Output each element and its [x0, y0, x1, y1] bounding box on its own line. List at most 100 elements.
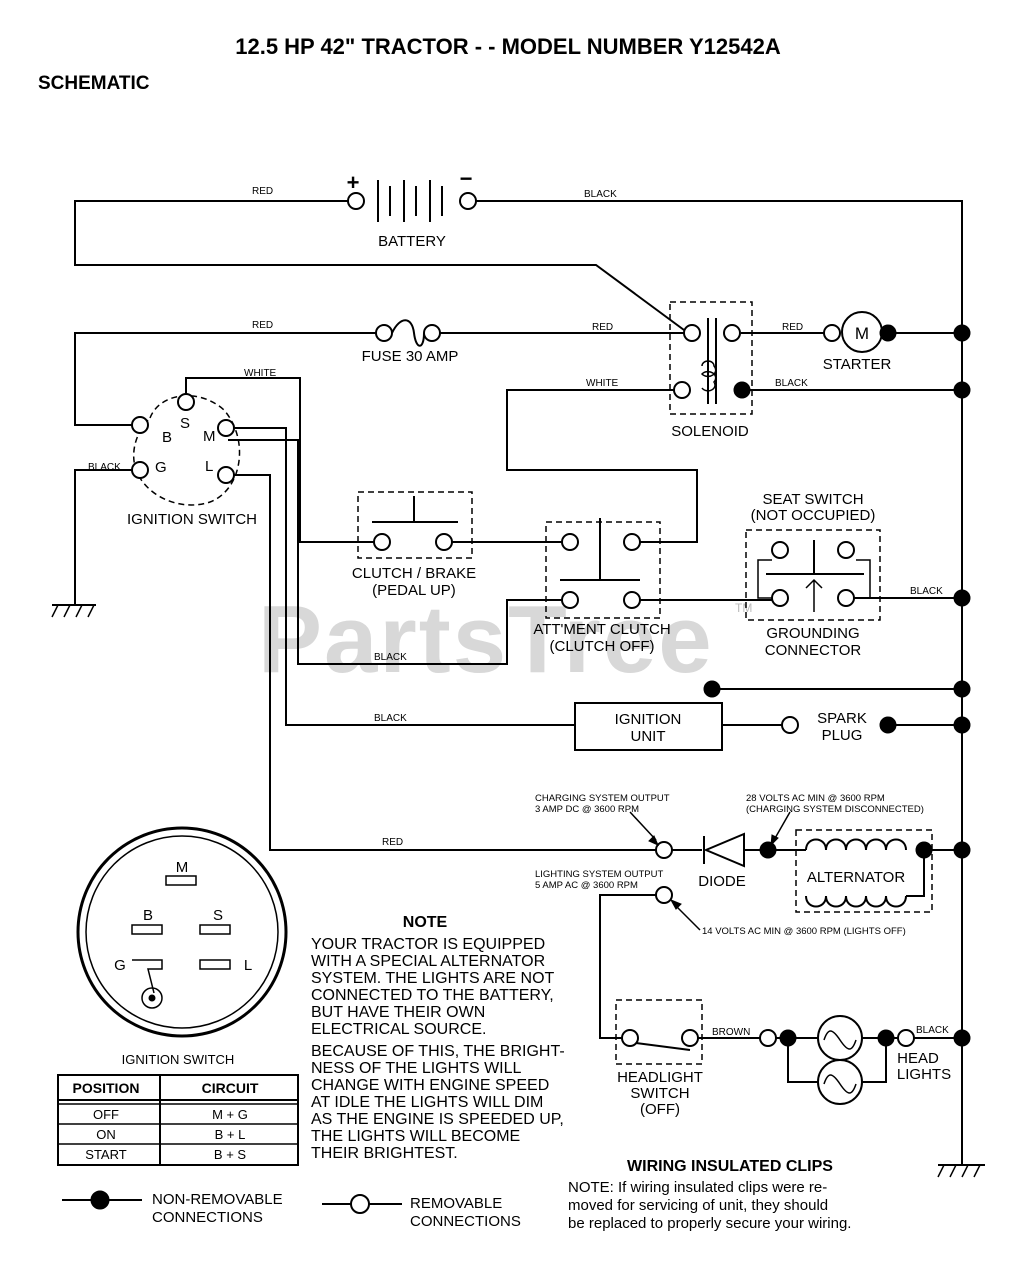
clips-line: moved for servicing of unit, they should	[568, 1197, 828, 1214]
section-title: SCHEMATIC	[38, 73, 150, 94]
attachment-clutch-switch: ATT'MENT CLUTCH (CLUTCH OFF)	[533, 518, 671, 655]
head-lights-label: HEAD	[897, 1050, 939, 1067]
battery-positive-terminal	[347, 192, 365, 210]
battery-plus-sign: +	[347, 170, 360, 195]
table-cell: ON	[96, 1127, 116, 1142]
switch-label-b: B	[162, 429, 172, 446]
table-header-position: POSITION	[73, 1080, 140, 1096]
seat-switch-sublabel: (NOT OCCUPIED)	[751, 507, 876, 524]
battery: + − BATTERY	[347, 166, 477, 250]
battery-label: BATTERY	[378, 233, 446, 250]
table-cell: B + L	[215, 1127, 246, 1142]
solenoid-label: SOLENOID	[671, 423, 749, 440]
note-line: SYSTEM. THE LIGHTS ARE NOT	[311, 970, 555, 987]
note-line: YOUR TRACTOR IS EQUIPPED	[311, 936, 545, 953]
note-line: BECAUSE OF THIS, THE BRIGHT-	[311, 1043, 565, 1060]
watermark-tm: TM	[735, 601, 752, 615]
switch-terminal-s	[177, 393, 195, 411]
diode: DIODE	[698, 832, 746, 890]
switch-terminal-l	[217, 466, 235, 484]
starter-motor-symbol: M	[855, 324, 869, 343]
chassis-ground-left	[51, 604, 96, 618]
face-label-l: L	[244, 957, 252, 974]
wire-label-red-charging: RED	[382, 837, 403, 848]
face-label-g: G	[114, 957, 126, 974]
spark-plug-sublabel: PLUG	[822, 727, 863, 744]
clips-heading: WIRING INSULATED CLIPS	[627, 1158, 833, 1175]
wire-label-white-switch: WHITE	[244, 368, 277, 379]
clutch-brake-sublabel: (PEDAL UP)	[372, 582, 456, 599]
wiring-clips-note: WIRING INSULATED CLIPS NOTE: If wiring i…	[568, 1158, 851, 1232]
note-line: CHANGE WITH ENGINE SPEED	[311, 1077, 549, 1094]
head-lights: HEAD LIGHTS	[759, 1015, 951, 1105]
note-line: THE LIGHTS WILL BECOME	[311, 1128, 520, 1145]
alternator-note: NOTE YOUR TRACTOR IS EQUIPPED WITH A SPE…	[311, 914, 565, 1162]
page-title: 12.5 HP 42" TRACTOR - - MODEL NUMBER Y12…	[235, 34, 781, 59]
charging-output-rating: 3 AMP DC @ 3600 RPM	[535, 804, 639, 815]
seat-switch: SEAT SWITCH (NOT OCCUPIED) GROUNDING CON…	[745, 491, 881, 659]
legend-non-removable-sub: CONNECTIONS	[152, 1209, 263, 1226]
wire-label-black-clutch: BLACK	[374, 652, 407, 663]
clips-line: NOTE: If wiring insulated clips were re-	[568, 1179, 827, 1196]
note-line: AT IDLE THE LIGHTS WILL DIM	[311, 1094, 543, 1111]
wire-label-black-battery: BLACK	[584, 189, 617, 200]
legend-removable-sub: CONNECTIONS	[410, 1213, 521, 1230]
headlight-switch-state: (OFF)	[640, 1101, 680, 1118]
table-cell: START	[85, 1147, 126, 1162]
fuse-label: FUSE 30 AMP	[362, 348, 459, 365]
wire-label-black-ignition: BLACK	[374, 713, 407, 724]
ignition-switch-face: M B S G L	[76, 826, 288, 1038]
grounding-connector-sublabel: CONNECTOR	[765, 642, 862, 659]
wire-label-red-battery: RED	[252, 186, 273, 197]
switch-terminal-b	[131, 416, 149, 434]
attachment-clutch-sublabel: (CLUTCH OFF)	[550, 638, 655, 655]
headlight-switch-label: HEADLIGHT	[617, 1069, 703, 1086]
note-line: THEIR BRIGHTEST.	[311, 1145, 458, 1162]
note-line: ELECTRICAL SOURCE.	[311, 1021, 486, 1038]
ignition-switch-label: IGNITION SWITCH	[127, 511, 257, 528]
clutch-brake-label: CLUTCH / BRAKE	[352, 565, 476, 582]
alternator: 28 VOLTS AC MIN @ 3600 RPM (CHARGING SYS…	[746, 793, 933, 913]
wire-label-brown: BROWN	[712, 1027, 750, 1038]
connection-legend: NON-REMOVABLE CONNECTIONS REMOVABLE CONN…	[62, 1190, 521, 1230]
face-label-m: M	[176, 859, 189, 876]
clutch-brake-switch: CLUTCH / BRAKE (PEDAL UP)	[352, 491, 476, 599]
wire-label-black-solenoid: BLACK	[775, 378, 808, 389]
ignition-switch-table: IGNITION SWITCH POSITION CIRCUIT OFF M +…	[57, 1052, 299, 1166]
head-lights-sublabel: LIGHTS	[897, 1066, 951, 1083]
switch-label-l: L	[205, 458, 213, 475]
starter-label: STARTER	[823, 356, 892, 373]
grounding-connector-label: GROUNDING	[766, 625, 859, 642]
note-line: WITH A SPECIAL ALTERNATOR	[311, 953, 545, 970]
ground-bus-junctions	[953, 324, 971, 1047]
legend-removable: REMOVABLE	[410, 1195, 502, 1212]
attachment-clutch-label: ATT'MENT CLUTCH	[533, 621, 670, 638]
table-header-circuit: CIRCUIT	[202, 1080, 259, 1096]
wire-label-red-fuse: RED	[252, 320, 273, 331]
face-label-s: S	[213, 907, 223, 924]
table-cell: OFF	[93, 1107, 119, 1122]
diode-label: DIODE	[698, 873, 746, 890]
starter: M STARTER	[823, 311, 897, 373]
ignition-unit: IGNITION UNIT	[574, 680, 723, 751]
switch-label-g: G	[155, 459, 167, 476]
non-removable-connection-icon	[90, 1190, 110, 1210]
note-line: BUT HAVE THEIR OWN	[311, 1004, 485, 1021]
ignition-switch: B S M G L IGNITION SWITCH	[127, 393, 257, 528]
wire-label-black-ground: BLACK	[88, 462, 121, 473]
battery-minus-sign: −	[460, 166, 473, 191]
alternator-label: ALTERNATOR	[807, 869, 906, 886]
wire-label-black-seat: BLACK	[910, 586, 943, 597]
headlight-switch-sublabel: SWITCH	[630, 1085, 689, 1102]
ignition-unit-sublabel: UNIT	[631, 728, 666, 745]
switch-label-m: M	[203, 428, 216, 445]
lighting-output-rating: 5 AMP AC @ 3600 RPM	[535, 880, 638, 891]
wire-color-labels: RED BLACK RED RED RED WHITE WHITE BLACK …	[88, 186, 949, 1038]
legend-non-removable: NON-REMOVABLE	[152, 1191, 283, 1208]
battery-negative-terminal	[459, 192, 477, 210]
wire-label-white-solenoid: WHITE	[586, 378, 619, 389]
note-line: CONNECTED TO THE BATTERY,	[311, 987, 554, 1004]
wire-label-red-solenoid: RED	[592, 322, 613, 333]
solenoid: SOLENOID	[669, 301, 753, 440]
